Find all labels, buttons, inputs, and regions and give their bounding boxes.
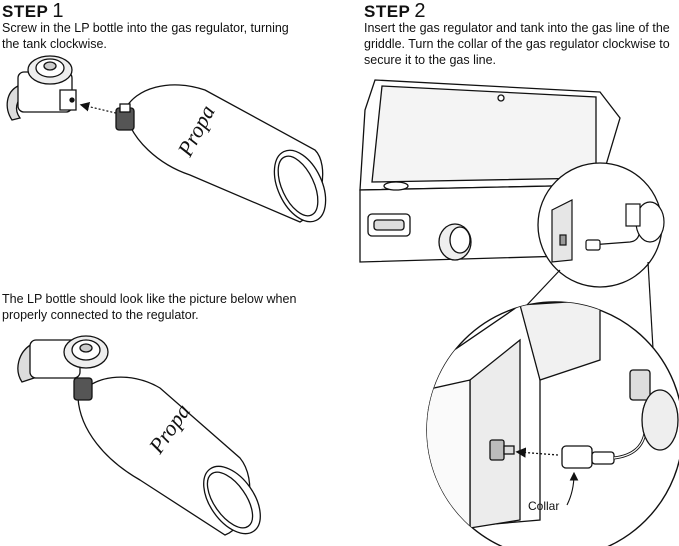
connected-regulator-illustration xyxy=(18,336,108,382)
step-1-regulator-illustration xyxy=(7,56,76,120)
step-1-tank-illustration xyxy=(116,85,336,230)
step-1-insert-arrow xyxy=(82,105,120,114)
collar-label: Collar xyxy=(528,499,559,513)
